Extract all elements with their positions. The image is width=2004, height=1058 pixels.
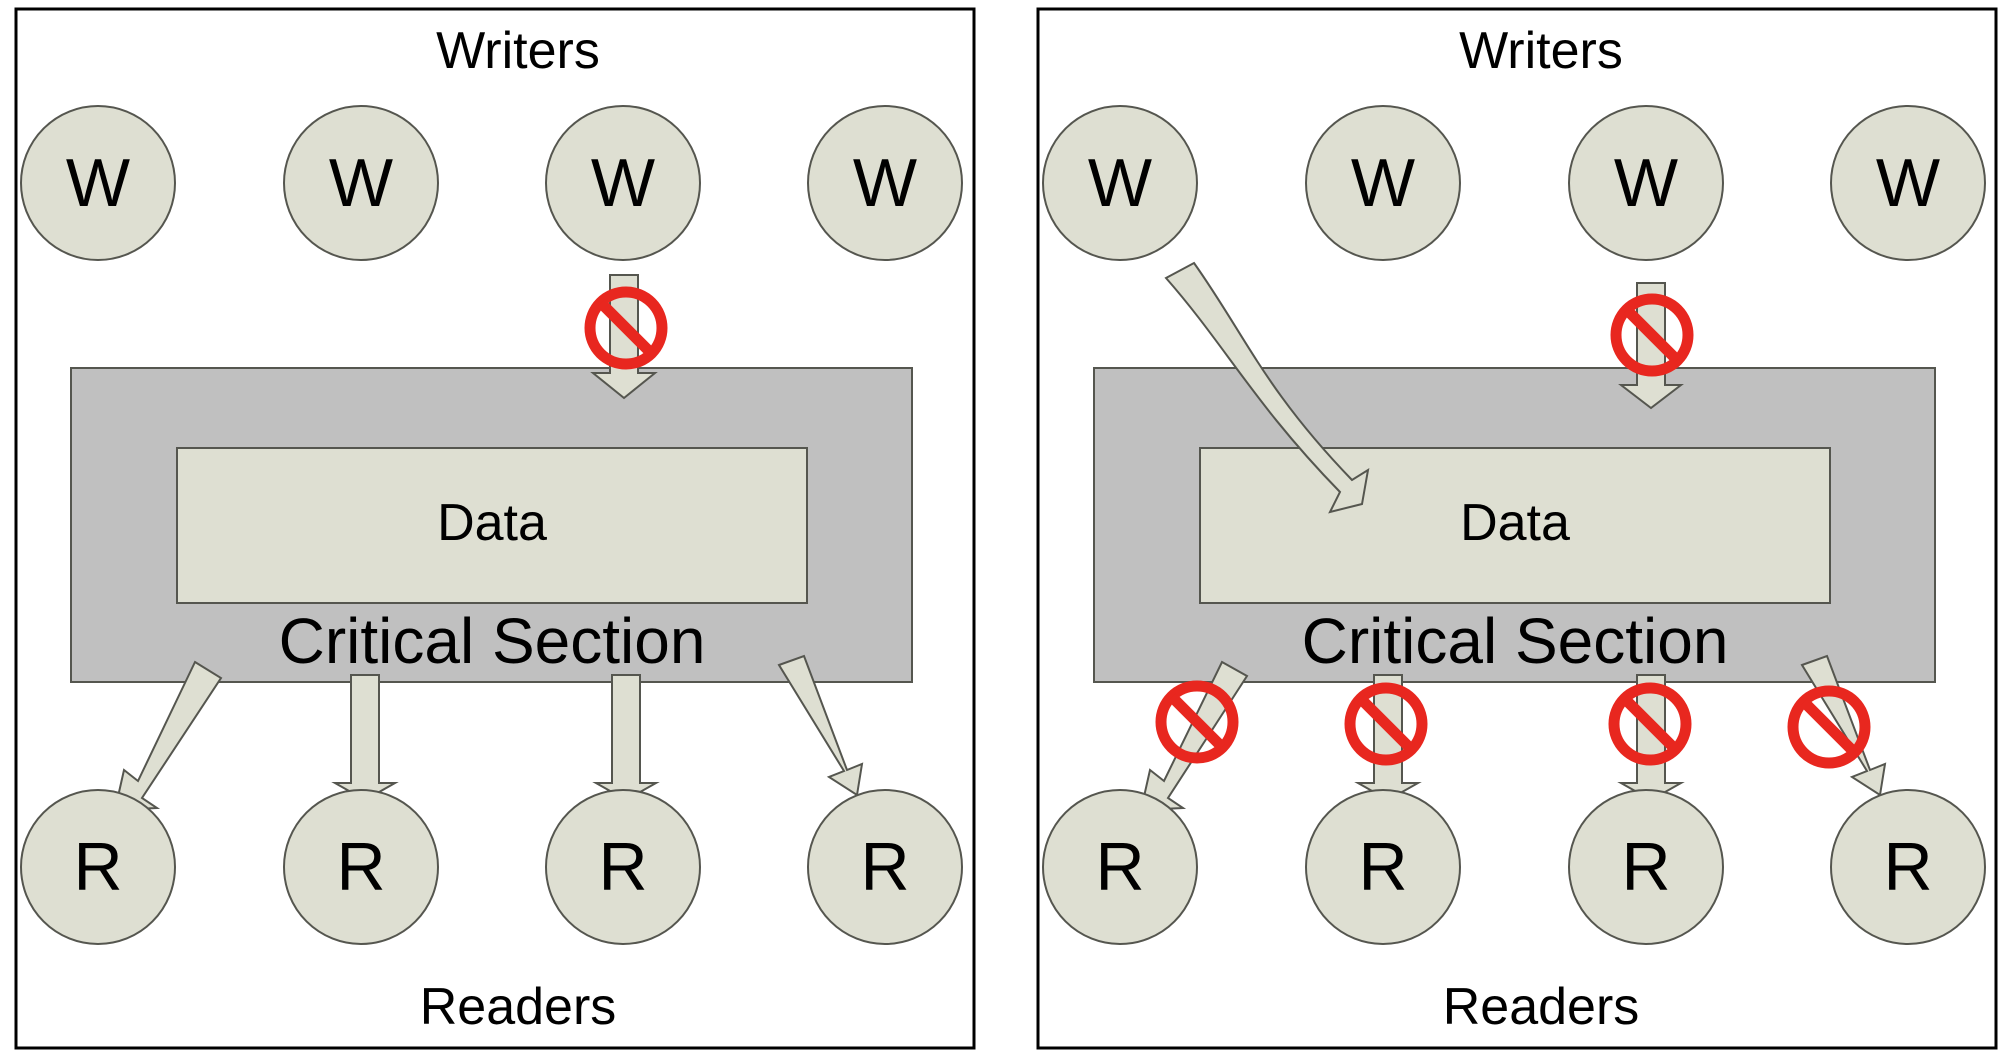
- reader-node-label: R: [860, 829, 909, 905]
- reader-node-label: R: [598, 829, 647, 905]
- data-label: Data: [1460, 494, 1570, 552]
- reader-node: R: [1305, 789, 1461, 945]
- reader-node-label: R: [336, 829, 385, 905]
- reader-node: R: [20, 789, 176, 945]
- writer-node: W: [1042, 105, 1198, 261]
- writer-node: W: [1830, 105, 1986, 261]
- panel-right: Writers W W W W Data Critical Section: [1036, 7, 1998, 1050]
- writer-node: W: [545, 105, 701, 261]
- reader-node-label: R: [1883, 829, 1932, 905]
- writer-node: W: [807, 105, 963, 261]
- panel-frame: [14, 7, 976, 1050]
- reader-node: R: [807, 789, 963, 945]
- panel-frame: [1036, 7, 1998, 1050]
- reader-arrow: [331, 674, 399, 802]
- reader-node: R: [1830, 789, 1986, 945]
- reader-node-label: R: [1095, 829, 1144, 905]
- reader-node: R: [545, 789, 701, 945]
- reader-node: R: [1042, 789, 1198, 945]
- critical-section-label: Critical Section: [279, 605, 706, 677]
- critical-section-label: Critical Section: [1302, 605, 1729, 677]
- writer-node: W: [1568, 105, 1724, 261]
- writer-node-label: W: [1351, 145, 1415, 221]
- writers-label: Writers: [1459, 22, 1623, 80]
- reader-node: R: [1568, 789, 1724, 945]
- writer-node-label: W: [1088, 145, 1152, 221]
- writer-arrow: [1164, 261, 1370, 514]
- reader-arrow: [592, 674, 660, 802]
- reader-node-label: R: [1621, 829, 1670, 905]
- writer-node-label: W: [591, 145, 655, 221]
- data-box: [1199, 447, 1831, 604]
- writer-node-label: W: [66, 145, 130, 221]
- writer-node-label: W: [1614, 145, 1678, 221]
- writer-node-label: W: [1876, 145, 1940, 221]
- writer-node: W: [1305, 105, 1461, 261]
- writer-node-label: W: [329, 145, 393, 221]
- reader-arrow: [113, 660, 223, 812]
- data-label: Data: [437, 494, 547, 552]
- data-box: [176, 447, 808, 604]
- reader-arrow: [777, 654, 864, 797]
- panel-left: Writers W W W W Data Critical Section: [14, 7, 976, 1050]
- writers-label: Writers: [436, 22, 600, 80]
- writer-node-label: W: [853, 145, 917, 221]
- writer-node: W: [283, 105, 439, 261]
- reader-node-label: R: [1358, 829, 1407, 905]
- reader-node: R: [283, 789, 439, 945]
- readers-label: Readers: [1443, 978, 1640, 1036]
- reader-node-label: R: [73, 829, 122, 905]
- readers-label: Readers: [420, 978, 617, 1036]
- writer-node: W: [20, 105, 176, 261]
